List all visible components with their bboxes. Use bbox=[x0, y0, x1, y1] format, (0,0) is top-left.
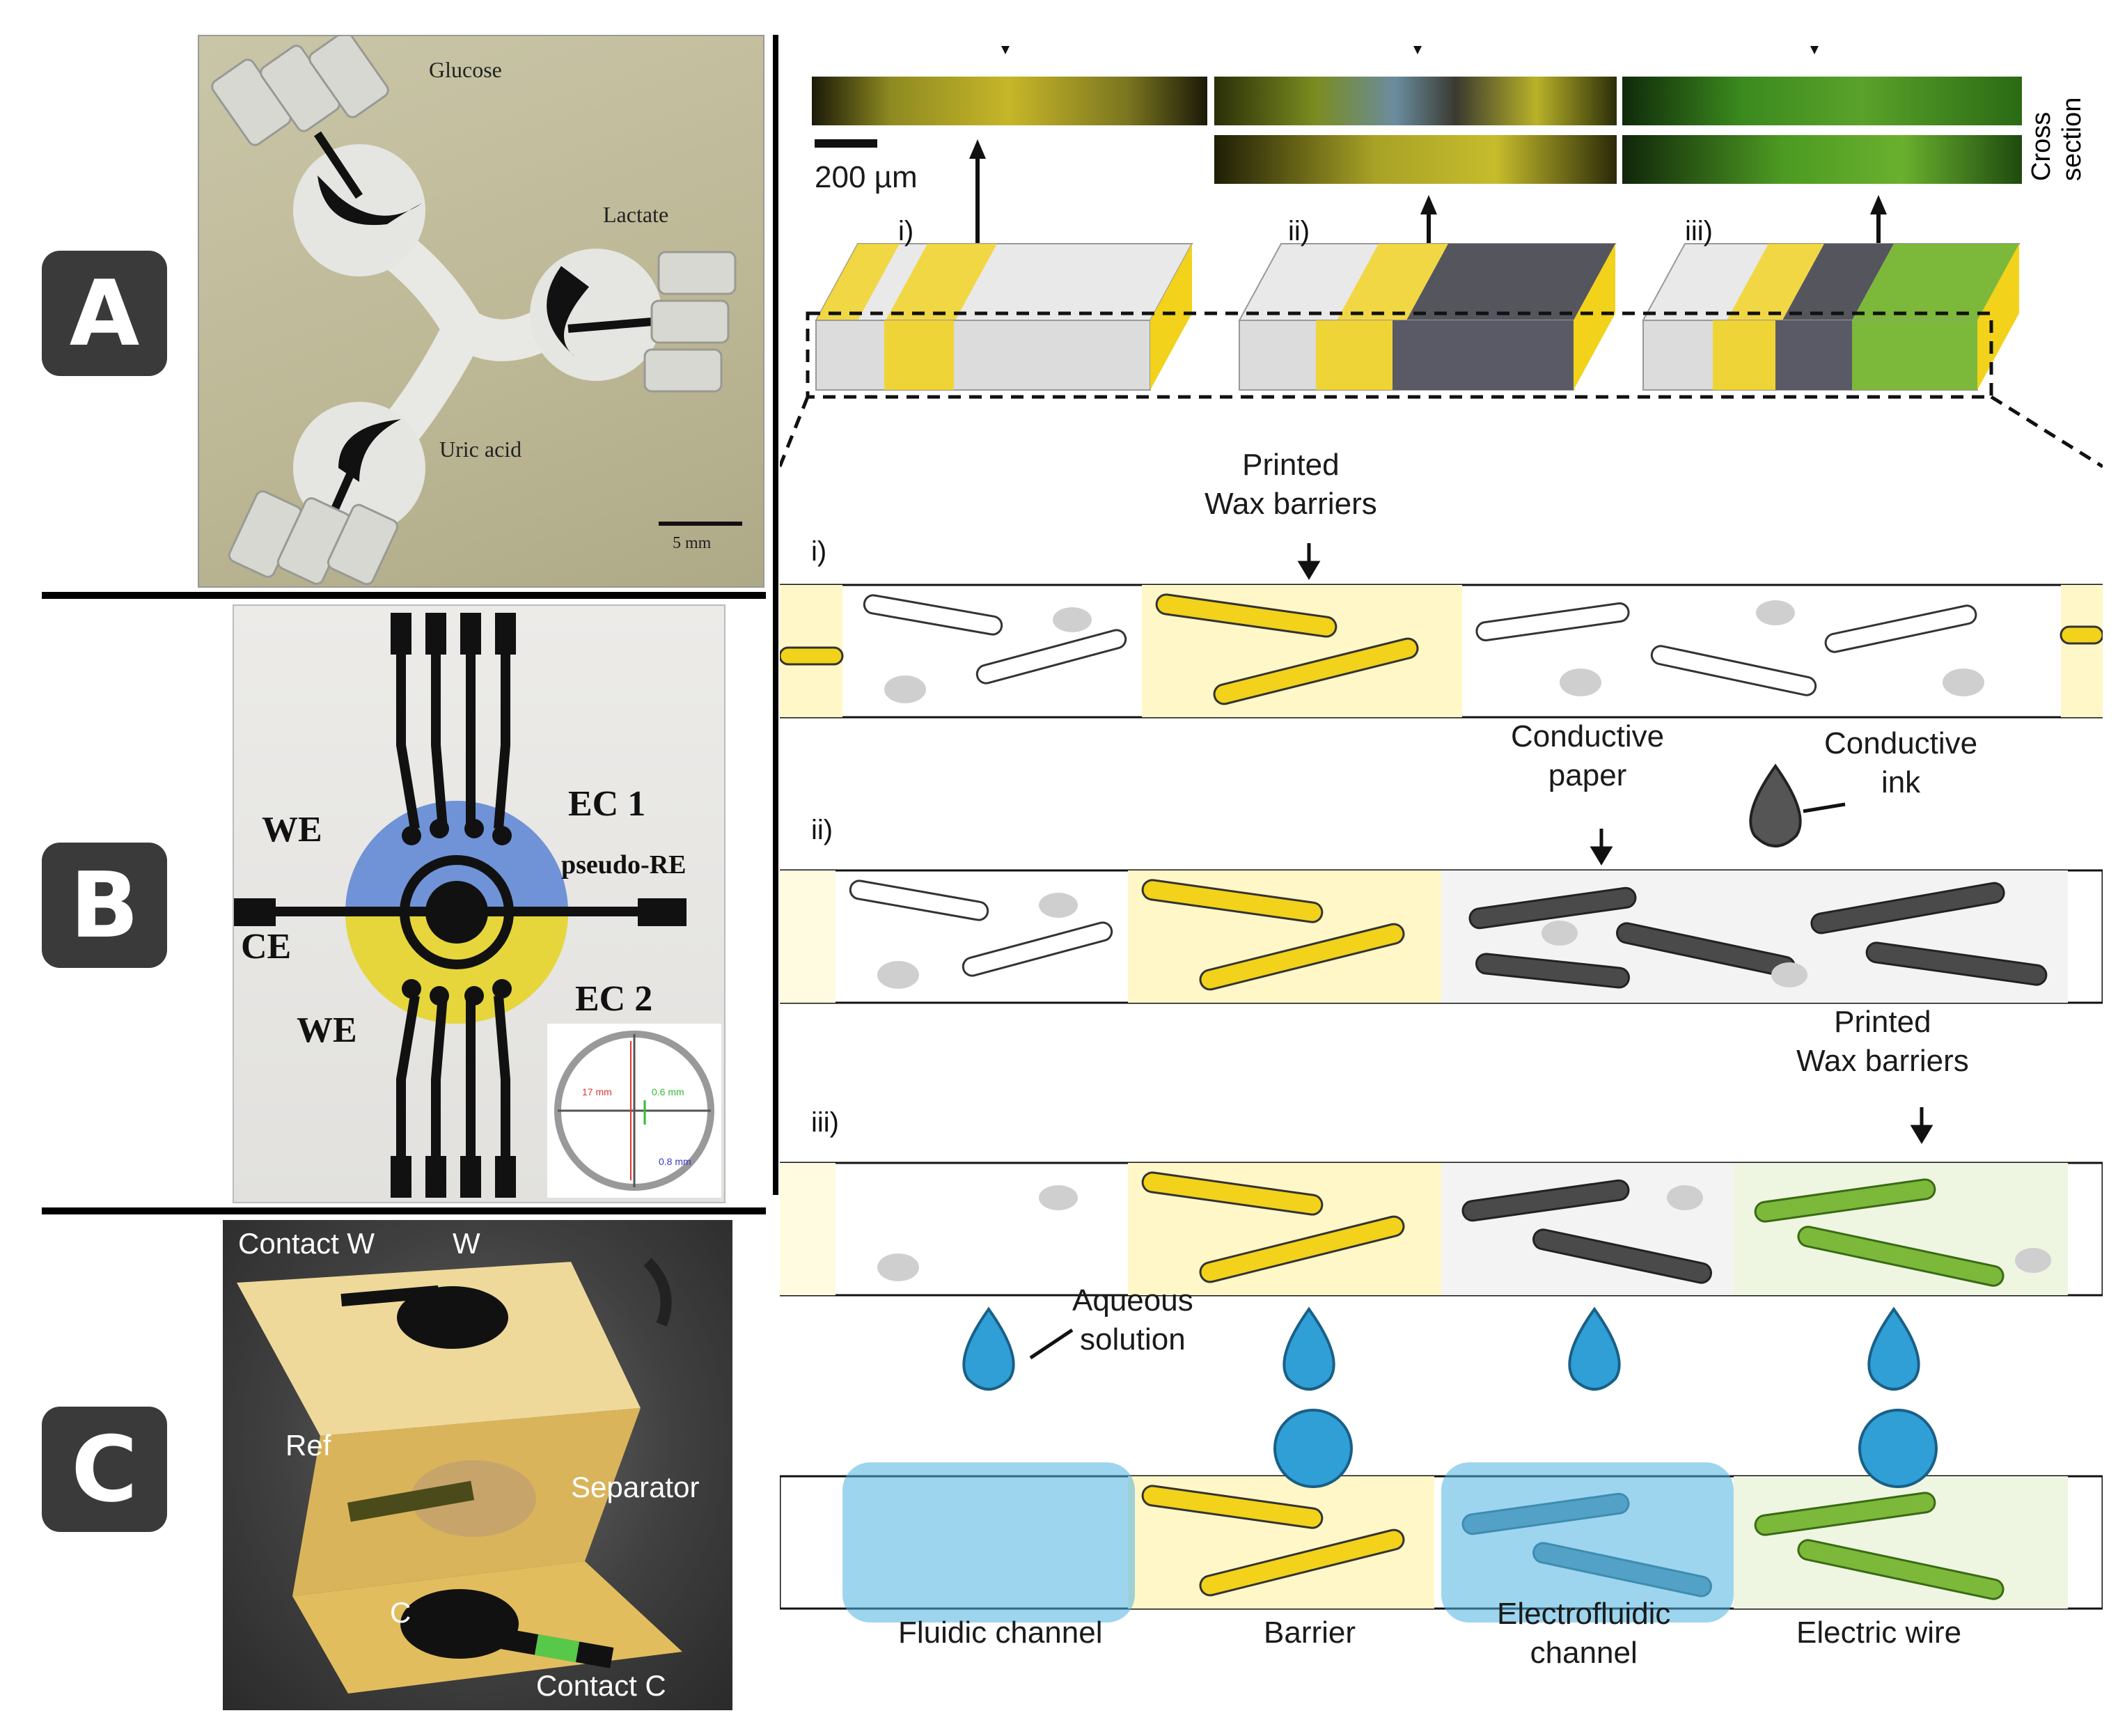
micrograph-ii-top bbox=[1214, 77, 1617, 125]
tri-sensor-drawing bbox=[211, 31, 742, 586]
micrograph-iii-bottom bbox=[1622, 135, 2022, 184]
label-scale-200um: 200 µm bbox=[815, 160, 918, 194]
label-uric-acid: Uric acid bbox=[439, 437, 522, 462]
label-contact-c: Contact C bbox=[536, 1669, 666, 1702]
top-roman-iii: iii) bbox=[1685, 216, 1713, 247]
row-roman-ii: ii) bbox=[811, 815, 833, 845]
block-i bbox=[815, 243, 1193, 391]
label-cross-section: Cross section bbox=[2027, 97, 2087, 181]
bottom-label-electrofluidic-channel: Electrofluidic channel bbox=[1497, 1597, 1671, 1670]
micrograph-i bbox=[812, 77, 1207, 125]
panel-badge-b: B bbox=[42, 843, 167, 968]
inset-17mm: 17 mm bbox=[582, 1086, 612, 1097]
label-printed-wax-2: Printed Wax barriers bbox=[1796, 1005, 1969, 1078]
label-c: C bbox=[390, 1596, 411, 1629]
micrograph-ii-bottom bbox=[1214, 135, 1617, 184]
micrograph-iii-top bbox=[1622, 77, 2022, 125]
fiber-row-ii bbox=[780, 869, 2103, 1004]
top-roman-i: i) bbox=[898, 216, 914, 247]
label-scale-5mm: 5 mm bbox=[673, 534, 712, 552]
panel-a-photo: Glucose Lactate Uric acid 5 mm bbox=[198, 31, 764, 588]
panel-badge-a: A bbox=[42, 251, 167, 376]
label-ec1: EC 1 bbox=[568, 784, 646, 824]
panel-b-photo: WE EC 1 pseudo-RE CE WE EC 2 17 mm 0.6 m… bbox=[233, 604, 725, 1203]
inset-06mm: 0.6 mm bbox=[652, 1086, 684, 1097]
label-we-top: WE bbox=[262, 810, 322, 850]
label-w: W bbox=[453, 1227, 480, 1260]
divider-a-b bbox=[42, 592, 766, 599]
fiber-row-iii bbox=[780, 1162, 2103, 1297]
divider-b-c bbox=[42, 1207, 766, 1214]
fiber-row-i bbox=[780, 584, 2103, 719]
top-roman-ii: ii) bbox=[1288, 216, 1310, 247]
bottom-label-fluidic-channel: Fluidic channel bbox=[898, 1616, 1103, 1650]
label-contact-w: Contact W bbox=[238, 1227, 375, 1260]
label-printed-wax-1: Printed Wax barriers bbox=[1205, 448, 1377, 521]
block-iii bbox=[1642, 243, 2021, 391]
label-ref: Ref bbox=[285, 1429, 331, 1462]
label-lactate: Lactate bbox=[603, 202, 669, 227]
row-roman-iii: iii) bbox=[811, 1107, 839, 1138]
label-glucose: Glucose bbox=[429, 57, 502, 82]
label-aqueous-solution: Aqueous solution bbox=[1072, 1283, 1193, 1356]
panel-c-photo: Contact W W Ref Separator C Contact C bbox=[223, 1220, 732, 1710]
label-conductive-ink: Conductive ink bbox=[1824, 726, 1978, 799]
label-ce: CE bbox=[241, 927, 292, 967]
label-pseudo-re: pseudo-RE bbox=[561, 850, 687, 879]
inset-08mm: 0.8 mm bbox=[659, 1156, 691, 1167]
label-separator: Separator bbox=[571, 1471, 700, 1503]
folded-paper-drawing bbox=[237, 1258, 682, 1694]
panel-badge-c: C bbox=[42, 1407, 167, 1532]
dual-electrode-drawing bbox=[234, 613, 721, 1198]
block-ii bbox=[1238, 243, 1617, 391]
fiber-row-wet bbox=[780, 1462, 2103, 1622]
row-roman-i: i) bbox=[811, 536, 827, 567]
divider-vertical bbox=[773, 35, 778, 1195]
label-conductive-paper: Conductive paper bbox=[1511, 719, 1665, 792]
label-ec2: EC 2 bbox=[575, 979, 653, 1019]
schematic-graphics bbox=[780, 46, 2103, 1622]
bottom-label-electric-wire: Electric wire bbox=[1796, 1616, 1962, 1650]
label-we-bottom: WE bbox=[297, 1010, 357, 1050]
bottom-label-barrier: Barrier bbox=[1264, 1616, 1356, 1650]
